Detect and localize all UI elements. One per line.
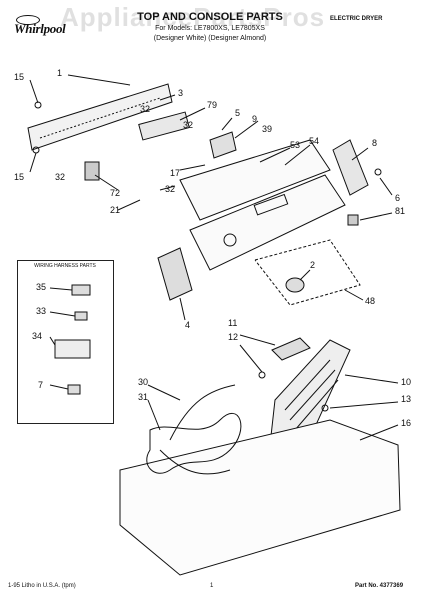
callout-16: 16 [401, 418, 412, 428]
brand-logo: Whirlpool [10, 13, 70, 43]
rear-panel-part [27, 83, 173, 151]
connector-part [67, 384, 81, 395]
callout-5: 5 [235, 108, 241, 118]
document-type: ELECTRIC DRYER [330, 16, 383, 22]
watermark: AppliancePartsPros [60, 2, 326, 32]
callout-4: 4 [185, 320, 191, 330]
control-knob-part [223, 233, 237, 247]
console-panel-part [179, 139, 331, 221]
page-number: 1 [210, 583, 214, 589]
top-panel-part [119, 419, 401, 576]
callout-9: 9 [252, 114, 258, 124]
callout-15: 15 [14, 72, 25, 82]
screw-part [321, 404, 329, 412]
callout-3: 3 [178, 88, 184, 98]
clip-part [258, 371, 266, 379]
callout-11: 11 [228, 318, 238, 328]
callout-32: 32 [183, 120, 194, 130]
callout-81: 81 [395, 206, 406, 216]
print-info: 1-95 Litho in U.S.A. (tpm) [8, 583, 76, 589]
assembly-outline [254, 239, 361, 306]
callout-8: 8 [372, 138, 378, 148]
callout-30: 30 [138, 377, 149, 387]
display-window-part [253, 193, 289, 216]
callout-53: 53 [290, 140, 301, 150]
callout-79: 79 [207, 100, 218, 110]
screw-part [374, 168, 382, 176]
callout-10: 10 [401, 377, 412, 387]
callout-32: 32 [55, 172, 66, 182]
end-cap-part [157, 247, 193, 301]
switch-part [138, 111, 190, 141]
timer-bracket-part [209, 131, 237, 159]
callout-72: 72 [110, 188, 121, 198]
callout-21: 21 [110, 205, 121, 215]
page-title: TOP AND CONSOLE PARTS [137, 11, 283, 23]
callout-39: 39 [262, 124, 273, 134]
callout-32: 32 [165, 184, 176, 194]
logo-badge-icon [16, 15, 40, 25]
callout-15: 15 [14, 172, 25, 182]
side-bracket-part [332, 139, 369, 196]
callout-1: 1 [57, 68, 63, 78]
legend-title: WIRING HARNESS PARTS [34, 263, 96, 269]
clip-part [347, 214, 359, 226]
knob-part [285, 277, 305, 293]
model-line: For Models: LE7800XS, LE7805XS [155, 25, 265, 32]
color-line: (Designer White) (Designer Almond) [153, 35, 267, 42]
brand-name: Whirlpool [14, 21, 66, 36]
callout-31: 31 [138, 392, 149, 402]
connector-block-part [54, 339, 91, 359]
callout-54: 54 [309, 136, 320, 146]
callout-6: 6 [395, 193, 401, 203]
knob-part [84, 161, 100, 181]
callout-35: 35 [36, 282, 47, 292]
callout-48: 48 [365, 296, 376, 306]
wiring-harness-legend [17, 260, 114, 424]
wiring-harness-part [146, 413, 242, 474]
callout-2: 2 [310, 260, 316, 270]
callout-33: 33 [36, 306, 47, 316]
callout-12: 12 [228, 332, 239, 342]
cover-part [271, 337, 311, 361]
callout-7: 7 [38, 380, 44, 390]
callout-32: 32 [140, 104, 151, 114]
callout-13: 13 [401, 394, 412, 404]
part-number: Part No. 4377369 [355, 583, 404, 589]
callout-17: 17 [170, 168, 181, 178]
callout-34: 34 [32, 331, 43, 341]
